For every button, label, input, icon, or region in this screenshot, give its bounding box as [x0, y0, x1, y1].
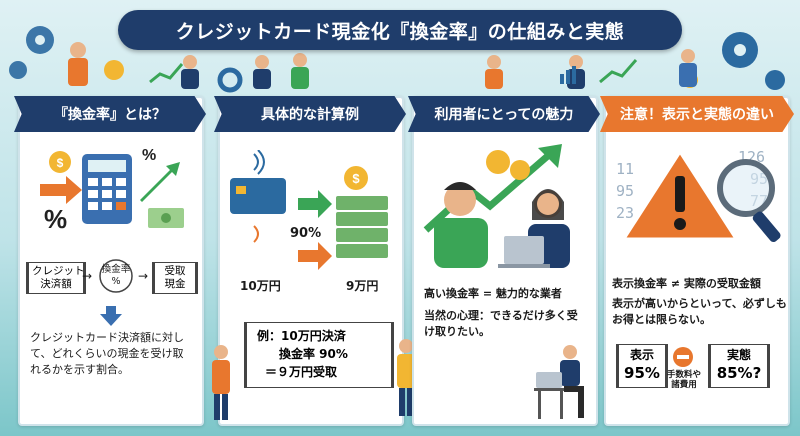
arrow-up-icon	[140, 162, 180, 202]
person-figure	[397, 339, 415, 416]
man-figure	[444, 184, 476, 216]
panel-4-heading: 注意！表示と実態の違い	[600, 96, 794, 132]
coin-icon	[104, 60, 124, 80]
flow-arrow-icon: →	[82, 269, 93, 283]
panel-3-line-2: 当然の心理：できるだけ多く受け取りたい。	[424, 309, 578, 338]
fee-label: 手数料や諸費用	[666, 370, 701, 390]
pie-icon	[217, 67, 243, 93]
shown-rate-label: 表示	[629, 348, 654, 362]
calc-example-line: ＝９万円受取	[265, 365, 338, 379]
svg-text:$: $	[352, 171, 360, 186]
calc-right-amount: 9万円	[346, 279, 379, 293]
flow-box-cash: 受取 現金	[152, 262, 198, 294]
arrow-up-icon	[149, 63, 184, 84]
calc-example-box: 例：10万円決済 換金率 90% ＝９万円受取	[244, 322, 394, 388]
panel-4-illustration: 11 95 23 126 95 77	[616, 147, 781, 243]
percent-icon: %	[44, 204, 67, 234]
svg-text:$: $	[57, 156, 64, 170]
calc-example-line: 例：10万円決済	[257, 329, 346, 343]
gear-icon	[9, 61, 27, 79]
flow-box-payment: クレジット 決済額	[26, 262, 86, 294]
person-figures	[68, 42, 697, 89]
magnifier-icon	[717, 159, 775, 217]
panel-1-description: クレジットカード決済額に対して、どれくらいの現金を受け取れるかを示す割合。	[30, 331, 184, 376]
panel-3-line-1: 高い換金率 = 魅力的な業者	[424, 287, 562, 300]
coin-icon	[486, 150, 510, 174]
cash-stack-icon	[336, 196, 388, 258]
flow-rate-label: 換金率 %	[101, 264, 131, 287]
percent-icon: %	[142, 147, 156, 164]
arrow-right-icon	[298, 190, 332, 218]
calc-example-line: 換金率 90%	[279, 347, 348, 361]
svg-text:95: 95	[616, 182, 634, 200]
page-title: クレジットカード現金化『換金率』の仕組みと実態	[118, 10, 682, 50]
page-title-text: クレジットカード現金化『換金率』の仕組みと実態	[175, 20, 625, 43]
flow-circle-rate	[99, 259, 133, 293]
flow-arrow-icon: →	[138, 269, 149, 283]
panel-3-heading: 利用者にとっての魅力	[408, 96, 600, 132]
credit-card-icon	[230, 178, 286, 214]
calc-percent: 90%	[290, 226, 322, 241]
actual-rate-label: 実態	[726, 348, 751, 362]
panel-2-heading: 具体的な計算例	[214, 96, 406, 132]
panel-1	[18, 96, 204, 426]
coin-icon	[510, 160, 530, 180]
coin-icon	[344, 166, 368, 190]
svg-text:23: 23	[616, 204, 634, 222]
panel-1-heading: 『換金率』とは？	[14, 96, 206, 132]
minus-icon	[673, 347, 693, 367]
svg-text:11: 11	[616, 160, 634, 178]
coin-icon	[49, 151, 71, 173]
calc-left-amount: 10万円	[240, 279, 281, 293]
panel-3-illustration	[423, 144, 570, 268]
arrow-right-icon	[40, 176, 82, 204]
arrow-right-icon	[298, 242, 332, 270]
seated-person-figure	[534, 345, 584, 419]
background-decor	[9, 25, 785, 93]
person-figure	[212, 345, 230, 420]
arrow-down-icon	[100, 306, 122, 326]
contactless-icon	[253, 150, 265, 175]
actual-rate-box: 実態 85%?	[708, 344, 770, 388]
panel-1-illustration: $ % %	[40, 147, 184, 234]
laptop-icon	[504, 236, 544, 264]
shown-rate-box: 表示 95%	[616, 344, 668, 388]
actual-rate-value: 85%?	[716, 364, 762, 382]
panel-2-illustration: $	[230, 150, 388, 270]
shown-rate-value: 95%	[624, 364, 660, 382]
panel-4-line-1: 表示換金率 ≠ 実際の受取金額	[612, 277, 761, 290]
arrow-up-icon	[599, 59, 638, 84]
gear-icon	[765, 70, 785, 90]
panel-4-line-2: 表示が高いからといって、必ずしもお得とは限らない。	[612, 297, 787, 326]
